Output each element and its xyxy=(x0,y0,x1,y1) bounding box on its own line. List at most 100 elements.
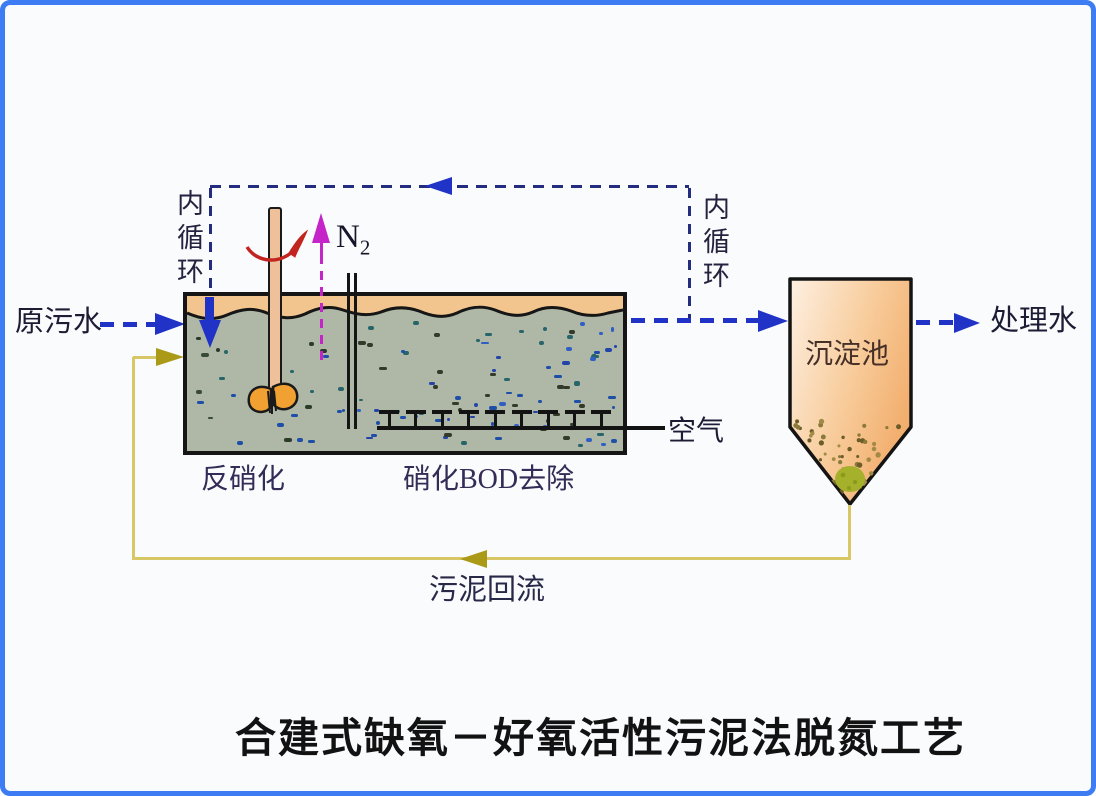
speckle xyxy=(436,370,444,374)
aeration-header-pipe xyxy=(377,426,665,430)
speckle xyxy=(291,413,299,418)
speckle xyxy=(371,434,378,438)
speckle xyxy=(358,398,364,402)
speckle xyxy=(379,367,387,370)
speckle xyxy=(444,432,453,437)
speckle xyxy=(197,400,205,405)
water-surface xyxy=(187,296,623,321)
speckle xyxy=(309,342,314,346)
recycle-down-arrow-stem xyxy=(205,297,214,321)
speckle xyxy=(490,422,494,427)
n2-label: N2 xyxy=(336,219,370,261)
raw-water-line xyxy=(100,322,158,327)
internal-circulation-label-left: 内循环 xyxy=(173,189,203,291)
sludge-return-bottom-line xyxy=(132,557,851,560)
speckle xyxy=(284,438,292,443)
speckle xyxy=(470,415,475,419)
speckle xyxy=(485,333,492,337)
speckle xyxy=(475,338,480,343)
speckle xyxy=(579,321,586,326)
speckle xyxy=(443,435,448,439)
diffuser-icon xyxy=(432,410,452,414)
diffuser-icon xyxy=(405,410,426,414)
clarifier-label: 沉淀池 xyxy=(805,339,890,370)
speckle xyxy=(485,394,490,398)
speckle xyxy=(605,348,613,353)
speckle xyxy=(553,412,560,417)
speckle xyxy=(365,436,374,440)
speckle xyxy=(511,403,518,408)
speckle xyxy=(412,320,420,325)
sludge-return-drop-line xyxy=(848,505,851,559)
speckle xyxy=(563,385,571,390)
speckle xyxy=(374,409,379,413)
speckle xyxy=(400,415,406,420)
speckle xyxy=(219,376,225,381)
speckle xyxy=(236,440,244,445)
speckle xyxy=(366,342,373,347)
speckle xyxy=(289,370,295,374)
diffuser-stem xyxy=(599,413,603,426)
speckle xyxy=(368,326,375,330)
speckle xyxy=(611,439,618,444)
flow-to-clarifier-arrow-icon xyxy=(758,310,788,332)
recycle-down-arrow-icon xyxy=(199,320,221,348)
diffuser-stem xyxy=(440,413,444,426)
sludge-return-arrow-icon xyxy=(460,550,487,568)
diffuser-stem xyxy=(546,413,550,426)
speckle xyxy=(277,423,284,428)
speckle xyxy=(208,416,214,420)
speckle xyxy=(341,409,345,413)
speckle xyxy=(590,357,596,361)
speckle xyxy=(591,354,599,359)
internal-circulation-left-line xyxy=(209,188,212,294)
speckle xyxy=(196,336,201,340)
speckle xyxy=(577,443,583,447)
diffuser-stem xyxy=(520,413,523,426)
mixer-impeller-icon xyxy=(247,382,299,414)
speckle xyxy=(319,349,327,353)
diagram-title: 合建式缺氧－好氧活性污泥法脱氮工艺 xyxy=(235,715,966,761)
clarifier-shape xyxy=(788,277,913,506)
internal-circulation-label-right: 内循环 xyxy=(699,193,729,295)
diffuser-icon xyxy=(564,410,585,414)
effluent-line xyxy=(916,320,960,325)
treated-water-label: 处理水 xyxy=(990,305,1078,337)
speckle xyxy=(612,405,616,409)
air-pipe-left-wall xyxy=(347,273,350,429)
speckle xyxy=(578,403,586,408)
diffuser-stem xyxy=(493,413,497,426)
sludge-return-label: 污泥回流 xyxy=(429,574,546,606)
diffuser-icon xyxy=(485,410,505,414)
speckle xyxy=(562,436,571,441)
diffuser-icon xyxy=(538,410,558,414)
speckle xyxy=(599,331,603,335)
n2-arrow-stem xyxy=(320,237,323,259)
speckle xyxy=(434,332,441,337)
speckle xyxy=(223,349,228,354)
diffuser-stem xyxy=(573,413,576,426)
diffuser-stem xyxy=(467,413,470,426)
diffuser-icon xyxy=(591,410,611,414)
speckle xyxy=(567,335,573,339)
raw-water-arrow-icon xyxy=(155,313,185,335)
speckle xyxy=(403,351,409,355)
speckle xyxy=(586,438,592,442)
sludge-inlet-line xyxy=(133,356,159,359)
diffuser-stem xyxy=(387,413,391,426)
speckle xyxy=(573,399,582,403)
speckle xyxy=(215,348,221,352)
speckle xyxy=(455,396,461,400)
speckle xyxy=(499,401,506,406)
speckle xyxy=(473,403,478,407)
speckle xyxy=(573,381,580,386)
n2-dashed-line xyxy=(320,255,323,361)
sludge-ball-icon xyxy=(835,466,865,492)
diffuser-stem xyxy=(414,413,417,426)
speckle xyxy=(518,329,525,334)
n2-subscript: 2 xyxy=(359,235,371,260)
speckle xyxy=(568,330,576,335)
speckle xyxy=(538,341,545,345)
speckle xyxy=(562,361,570,366)
